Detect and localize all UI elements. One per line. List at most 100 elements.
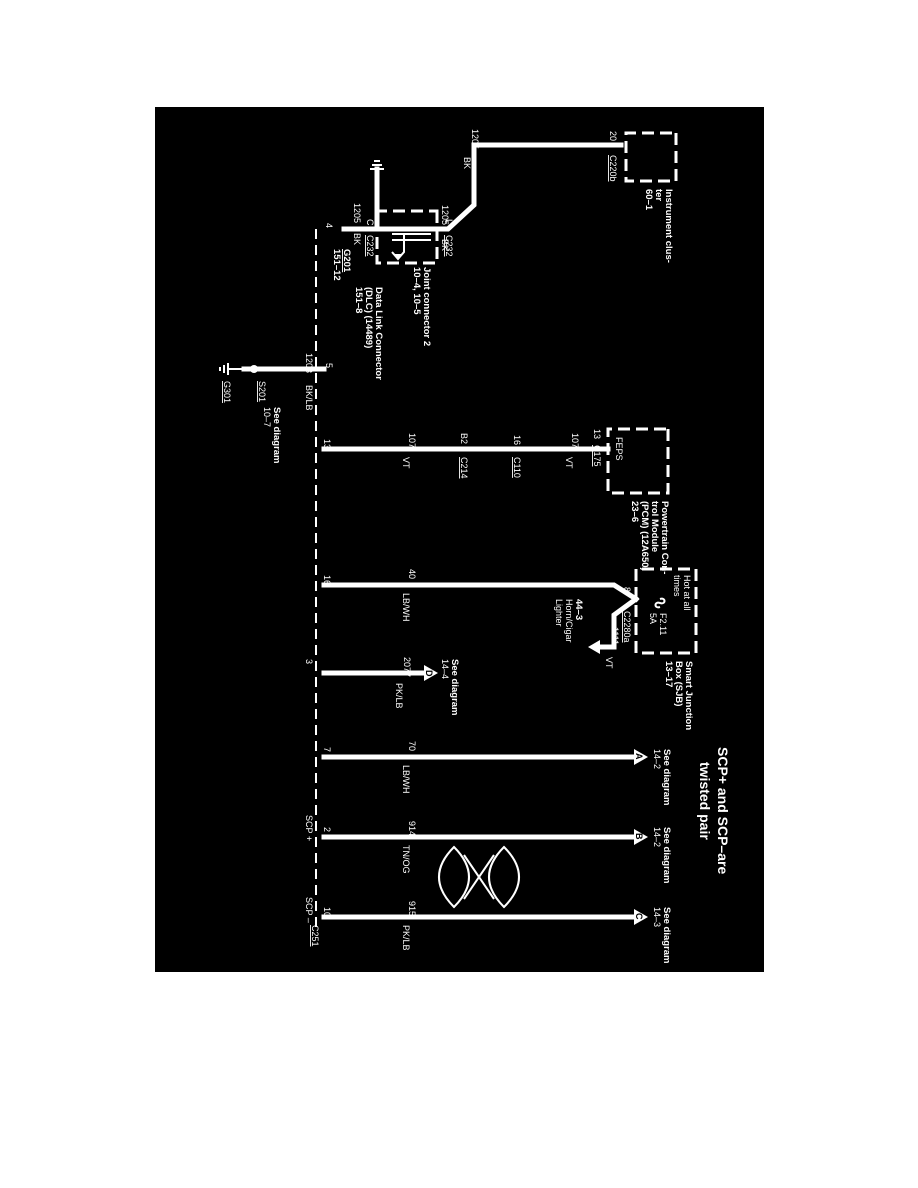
ground-g201-symbol [370, 160, 384, 170]
pin-jc-l: L [444, 219, 454, 224]
wire-2077-color: PK/LB [394, 683, 404, 709]
fuse-label-1: F2.11 [658, 613, 668, 635]
sjb-box [634, 567, 698, 655]
ref-s201-2: 10–7 [262, 407, 272, 427]
pcm-label-1: Powertrain Con- [659, 501, 670, 574]
joint-connector-arrow [394, 254, 402, 260]
wire-1205-dlc-number: 1205 [440, 205, 450, 225]
flag-b: B [634, 833, 644, 840]
sjb-label-1: Smart Junction [683, 661, 694, 730]
arrow-horn [588, 640, 600, 654]
pcm-box [606, 427, 670, 495]
dlc-label-1: Data Link Connector [373, 287, 384, 380]
flag-d-arrow [424, 665, 438, 681]
ref-d-1: See diagram [449, 659, 460, 716]
sjb-label-3: 13–17 [663, 661, 674, 687]
dlc-label-2: (DLC) (14489) [363, 287, 374, 348]
pin-dlc-7: 7 [322, 747, 332, 752]
ground-g301-symbol [219, 363, 244, 375]
wire-915-color: PK/LB [401, 925, 411, 951]
title-line-2: twisted pair [697, 762, 713, 840]
ref-s201-1: See diagram [271, 407, 282, 464]
pin-dlc-3: 3 [304, 659, 314, 664]
hot-at-all-times-2: times [672, 575, 682, 597]
connector-c214: C214 [459, 457, 469, 479]
diagram-stage: SCP+ and SCP–are twisted pair Instrument… [155, 107, 764, 972]
wire-107-dlc-number: 107 [407, 433, 417, 448]
pin-dlc-4: 4 [324, 223, 334, 228]
title-line-1: SCP+ and SCP–are [715, 747, 731, 874]
wire-1205-g-number: 1205 [352, 203, 362, 223]
ground-g301: G301 [222, 381, 232, 403]
pin-ic-20: 20 [608, 131, 618, 141]
ref-d-2: 14–4 [440, 659, 450, 679]
flag-a: A [634, 753, 644, 760]
wire-1203-color: BK/LB [304, 385, 314, 411]
pin-dlc-10: 10 [322, 907, 332, 917]
instrument-cluster-label-1: Instrument clus- [663, 189, 674, 263]
wire-40-color: LB/WH [401, 593, 411, 622]
instrument-cluster-label-2: ter [653, 189, 664, 201]
wire-70-color: LB/WH [401, 765, 411, 794]
pin-dlc-5: 5 [324, 363, 334, 368]
wire-1205-ic-number: 1205 [470, 129, 480, 149]
twisted-pair-loop-2 [438, 845, 470, 909]
wire-914-color: TN/OG [401, 845, 411, 874]
wire-40-number: 40 [407, 569, 417, 579]
ref-horn-3: Lighter [554, 599, 564, 627]
flag-c-arrow [634, 909, 648, 925]
connector-c220b: C220b [608, 155, 618, 182]
wire-1203-number: 1203 [304, 353, 314, 373]
wire-40 [321, 582, 640, 603]
wire-1205-g-color: BK [352, 233, 362, 245]
scp-plus-label: SCP + [304, 815, 314, 841]
pcm-pin-name: FEPS [614, 437, 624, 461]
ref-c-2: 14–3 [652, 907, 662, 927]
twisted-pair-loop-1 [488, 845, 520, 909]
wire-107-pcm-number: 107 [570, 433, 580, 448]
pin-pcm-13: 13 [592, 429, 602, 439]
connector-c232-top: C232 [444, 235, 454, 257]
joint-connector-label-1: Joint connector 2 [421, 267, 432, 346]
wire-914-number: 914 [407, 821, 417, 836]
connector-c110: C110 [512, 457, 522, 478]
sjb-label-2: Box (SJB) [673, 661, 684, 706]
wire-1205-dlc-color: BK [440, 239, 450, 251]
pin-dlc-16: 16 [322, 575, 332, 585]
wire-107-dlc-color: VT [401, 457, 411, 469]
twisted-pair-cross [463, 854, 495, 900]
ref-a-1: See diagram [661, 749, 672, 806]
fuse-icon [654, 597, 666, 609]
diagram-panel: SCP+ and SCP–are twisted pair Instrument… [155, 107, 764, 972]
wire-107-pcm-color: VT [564, 457, 574, 469]
wire-2077-number: 2077 [402, 657, 412, 677]
wire-1111-number: 1111 [610, 627, 620, 645]
pin-c110-16: 16 [512, 435, 522, 445]
pin-dlc-2: 2 [322, 827, 332, 832]
connector-c232-bottom: C232 [365, 235, 375, 257]
flag-d: D [424, 670, 434, 677]
pin-c214-b2: B2 [459, 433, 469, 444]
wire-70-number: 70 [407, 741, 417, 751]
hot-at-all-times-1: Hot at all [682, 575, 692, 611]
joint-connector-box [375, 209, 439, 265]
flag-a-arrow [634, 749, 648, 765]
flag-b-arrow [634, 829, 648, 845]
ref-b-1: See diagram [661, 827, 672, 884]
wiring-diagram: SCP+ and SCP–are twisted pair Instrument… [219, 129, 731, 964]
ref-b-2: 14–2 [652, 827, 662, 847]
wire-915-number: 915 [407, 901, 417, 916]
pcm-label-3: (PCM) (12A650) [639, 501, 650, 571]
instrument-cluster-label-3: 60–1 [643, 189, 654, 211]
instrument-cluster-box [624, 131, 678, 183]
wire-1111 [597, 595, 640, 650]
flag-c: C [634, 913, 644, 920]
pcm-label-2: trol Module [649, 501, 660, 552]
splice-s201-dot [250, 365, 258, 373]
ref-a-2: 14–2 [652, 749, 662, 769]
ground-g201-ref: 151–12 [331, 249, 342, 281]
ref-horn-1: 44–3 [573, 599, 584, 620]
splice-s201: S201 [257, 381, 267, 402]
joint-connector-label-2: 10–4, 10–5 [411, 267, 422, 315]
scp-minus-label: SCP – [304, 897, 314, 923]
